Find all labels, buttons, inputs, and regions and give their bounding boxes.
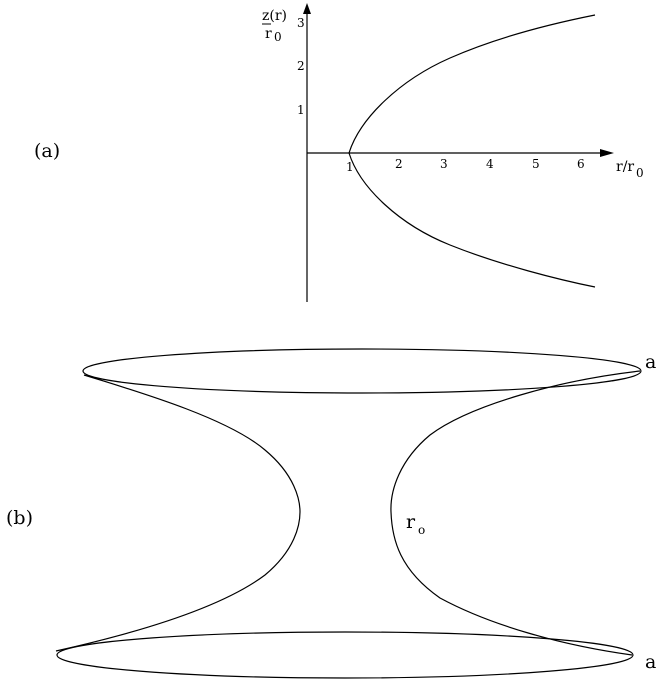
x-tick-label: 3 — [440, 157, 448, 171]
right-profile-curve — [390, 370, 641, 656]
left-profile-curve — [55, 374, 301, 652]
panel-b-surface — [55, 348, 642, 679]
embedding-curve-upper — [348, 14, 596, 154]
top-rim-ellipse — [82, 348, 642, 394]
y-axis-label-numerator: z(r) — [262, 8, 287, 24]
x-axis-label: r/r — [616, 159, 634, 175]
bottom-rim-label: a — [645, 651, 656, 673]
y-tick-label: 3 — [297, 16, 305, 30]
y-tick-label: 1 — [297, 103, 305, 117]
x-axis-arrowhead — [600, 149, 614, 157]
top-rim-label: a — [645, 351, 656, 373]
y-axis-label-denominator-sub: 0 — [274, 30, 282, 44]
panel-a-label: (a) — [34, 140, 60, 162]
panel-b-label: (b) — [6, 507, 33, 529]
embedding-curve-lower — [348, 152, 596, 288]
panel-a-plot: 1 2 3 4 5 6 1 2 3 z(r) r 0 r/r 0 — [262, 3, 644, 302]
x-tick-label: 2 — [395, 157, 403, 171]
y-tick-label: 2 — [297, 59, 305, 73]
x-tick-label: 5 — [532, 157, 540, 171]
x-tick-label: 1 — [346, 160, 354, 174]
throat-radius-label-sub: o — [418, 523, 425, 537]
x-axis-label-sub: 0 — [636, 166, 644, 180]
y-axis-arrowhead — [303, 3, 311, 14]
x-tick-label: 6 — [577, 157, 585, 171]
y-axis-label-denominator: r — [265, 26, 272, 42]
x-tick-label: 4 — [486, 157, 494, 171]
bottom-rim-ellipse — [56, 631, 634, 679]
throat-radius-label: r — [406, 511, 416, 533]
